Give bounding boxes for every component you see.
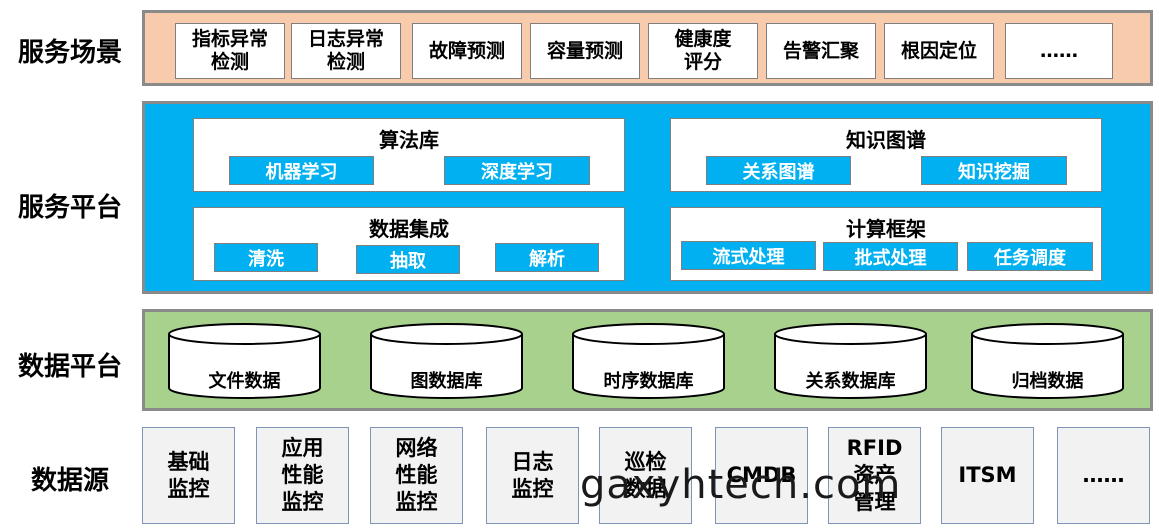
scenario-box: 根因定位 (884, 23, 994, 79)
data-source-box: CMDB (715, 427, 808, 524)
database-cylinder: 关系数据库 (773, 322, 928, 400)
integration-chip: 解析 (495, 243, 599, 272)
data-source-box: 基础 监控 (142, 427, 235, 524)
data-source-box: 巡检 数据 (599, 427, 692, 524)
data-platform-layer: 文件数据 图数据库 时序数据库 关系数据库 归档数据 (142, 309, 1153, 411)
row-label-platform: 服务平台 (17, 193, 122, 223)
scenarios-layer: 指标异常 检测 日志异常 检测 故障预测 容量预测 健康度 评分 告警汇聚 根因… (142, 10, 1153, 86)
database-cylinder: 时序数据库 (571, 322, 726, 400)
knowledge-chip: 关系图谱 (706, 156, 851, 185)
data-source-box: 日志 监控 (486, 427, 579, 524)
knowledge-chip: 知识挖掘 (921, 156, 1067, 185)
knowledge-panel: 知识图谱 关系图谱 知识挖掘 (670, 118, 1102, 192)
integration-panel: 数据集成 清洗 抽取 解析 (193, 207, 625, 281)
database-label: 关系数据库 (805, 371, 896, 392)
algorithms-panel: 算法库 机器学习 深度学习 (193, 118, 625, 192)
integration-chip: 清洗 (214, 243, 318, 272)
cylinder-shape (370, 323, 523, 399)
cylinder-shape (971, 323, 1124, 399)
data-source-box: RFID 资产 管理 (828, 427, 921, 524)
database-label: 时序数据库 (603, 371, 694, 392)
cylinder-shape (572, 323, 725, 399)
scenario-box: 日志异常 检测 (291, 23, 401, 79)
scenario-box: …… (1005, 23, 1113, 79)
compute-chip: 批式处理 (823, 242, 958, 271)
database-label: 归档数据 (1011, 371, 1084, 392)
algorithms-title: 算法库 (379, 128, 439, 152)
platform-layer: 算法库 机器学习 深度学习 知识图谱 关系图谱 知识挖掘 数据集成 清洗 抽取 … (142, 101, 1153, 294)
row-label-scenarios: 服务场景 (17, 38, 122, 68)
integration-title: 数据集成 (369, 217, 449, 241)
data-source-box: 应用 性能 监控 (256, 427, 349, 524)
algorithm-chip: 深度学习 (444, 156, 590, 185)
scenario-box: 指标异常 检测 (175, 23, 285, 79)
cylinder-shape (774, 323, 927, 399)
data-source-box: …… (1057, 427, 1150, 524)
data-source-box: 网络 性能 监控 (370, 427, 463, 524)
cylinder-shape (168, 323, 321, 399)
compute-panel: 计算框架 流式处理 批式处理 任务调度 (670, 207, 1102, 281)
scenario-box: 故障预测 (412, 23, 522, 79)
database-cylinder: 图数据库 (369, 322, 524, 400)
compute-title: 计算框架 (846, 217, 926, 241)
scenario-box: 健康度 评分 (648, 23, 758, 79)
compute-chip: 流式处理 (681, 241, 816, 270)
knowledge-title: 知识图谱 (846, 128, 926, 152)
scenario-box: 容量预测 (530, 23, 640, 79)
scenario-box: 告警汇聚 (766, 23, 876, 79)
database-cylinder: 文件数据 (167, 322, 322, 400)
row-label-data-platform: 数据平台 (17, 352, 122, 382)
data-source-box: ITSM (941, 427, 1034, 524)
integration-chip: 抽取 (356, 245, 460, 274)
algorithm-chip: 机器学习 (229, 156, 374, 185)
compute-chip: 任务调度 (967, 242, 1093, 271)
row-label-data-sources: 数据源 (30, 466, 109, 496)
database-cylinder: 归档数据 (970, 322, 1125, 400)
database-label: 图数据库 (410, 371, 483, 392)
database-label: 文件数据 (208, 371, 281, 392)
